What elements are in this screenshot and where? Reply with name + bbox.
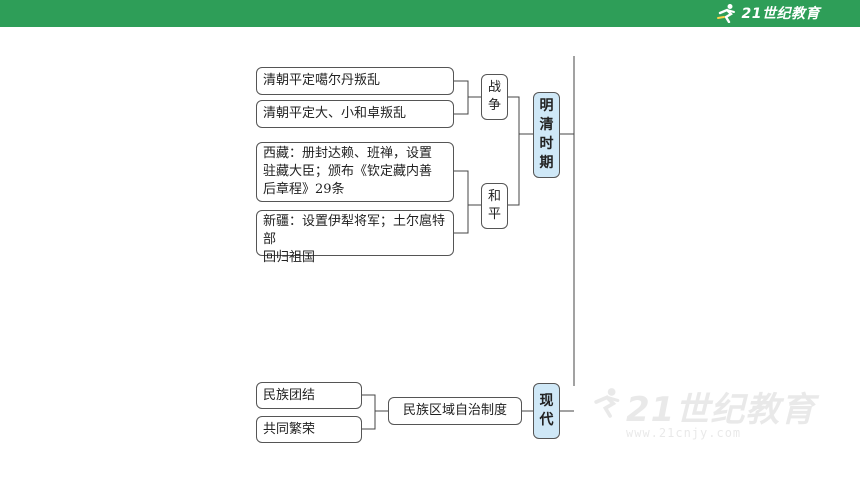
item-modern-unity-text: 民族团结 [263,387,316,403]
period-ming-qing-char: 时 [539,136,554,152]
watermark-text: 21世纪教育 [626,390,816,430]
category-peace-char: 平 [487,207,501,222]
brand-logo: 21世纪教育 [716,2,820,24]
item-war-hezhuo-text: 清朝平定大、小和卓叛乱 [263,106,407,121]
period-modern: 现 代 [533,383,560,439]
category-regional-autonomy-text: 民族区域自治制度 [402,403,507,418]
category-regional-autonomy: 民族区域自治制度 [388,397,522,425]
period-modern-char: 代 [539,412,554,428]
connector-ming-qing [508,96,533,206]
period-ming-qing-char: 期 [539,155,554,171]
top-banner: 21世纪教育 [0,0,860,27]
item-war-galdan: 清朝平定噶尔丹叛乱 [256,67,454,95]
period-modern-char: 现 [539,393,554,409]
period-ming-qing: 明 清 时 期 [533,92,560,178]
watermark-runner-icon [594,388,620,418]
item-peace-tibet-line: 后章程》29条 [263,182,345,197]
category-war: 战 争 [481,74,508,120]
item-peace-xinjiang-line: 新疆：设置伊犁将军；土尔扈特部 [263,214,446,247]
item-modern-prosperity: 共同繁荣 [256,416,362,443]
connector-war [454,80,481,115]
item-modern-unity: 民族团结 [256,382,362,409]
category-war-char: 战 [487,80,501,95]
category-war-char: 争 [487,98,501,113]
category-peace-char: 和 [487,189,501,204]
item-peace-tibet: 西藏：册封达赖、班禅，设置 驻藏大臣；颁布《钦定藏内善 后章程》29条 [256,142,454,202]
period-ming-qing-char: 明 [539,98,554,114]
item-peace-xinjiang-line: 回归祖国 [263,250,316,265]
connector-modern-items [362,394,388,430]
connector-peace [454,170,481,234]
period-ming-qing-char: 清 [539,117,554,133]
logo-text: 21世纪教育 [741,6,820,22]
watermark: 21世纪教育 www.21cnjy.com [590,378,820,448]
item-peace-tibet-line: 驻藏大臣；颁布《钦定藏内善 [263,164,433,179]
item-modern-prosperity-text: 共同繁荣 [263,421,316,437]
item-war-galdan-text: 清朝平定噶尔丹叛乱 [263,73,381,88]
category-peace: 和 平 [481,183,508,229]
item-peace-tibet-line: 西藏：册封达赖、班禅，设置 [263,146,433,161]
item-war-hezhuo: 清朝平定大、小和卓叛乱 [256,100,454,128]
item-peace-xinjiang: 新疆：设置伊犁将军；土尔扈特部 回归祖国 [256,210,454,265]
watermark-url: www.21cnjy.com [626,426,742,440]
runner-logo-icon [716,4,735,23]
